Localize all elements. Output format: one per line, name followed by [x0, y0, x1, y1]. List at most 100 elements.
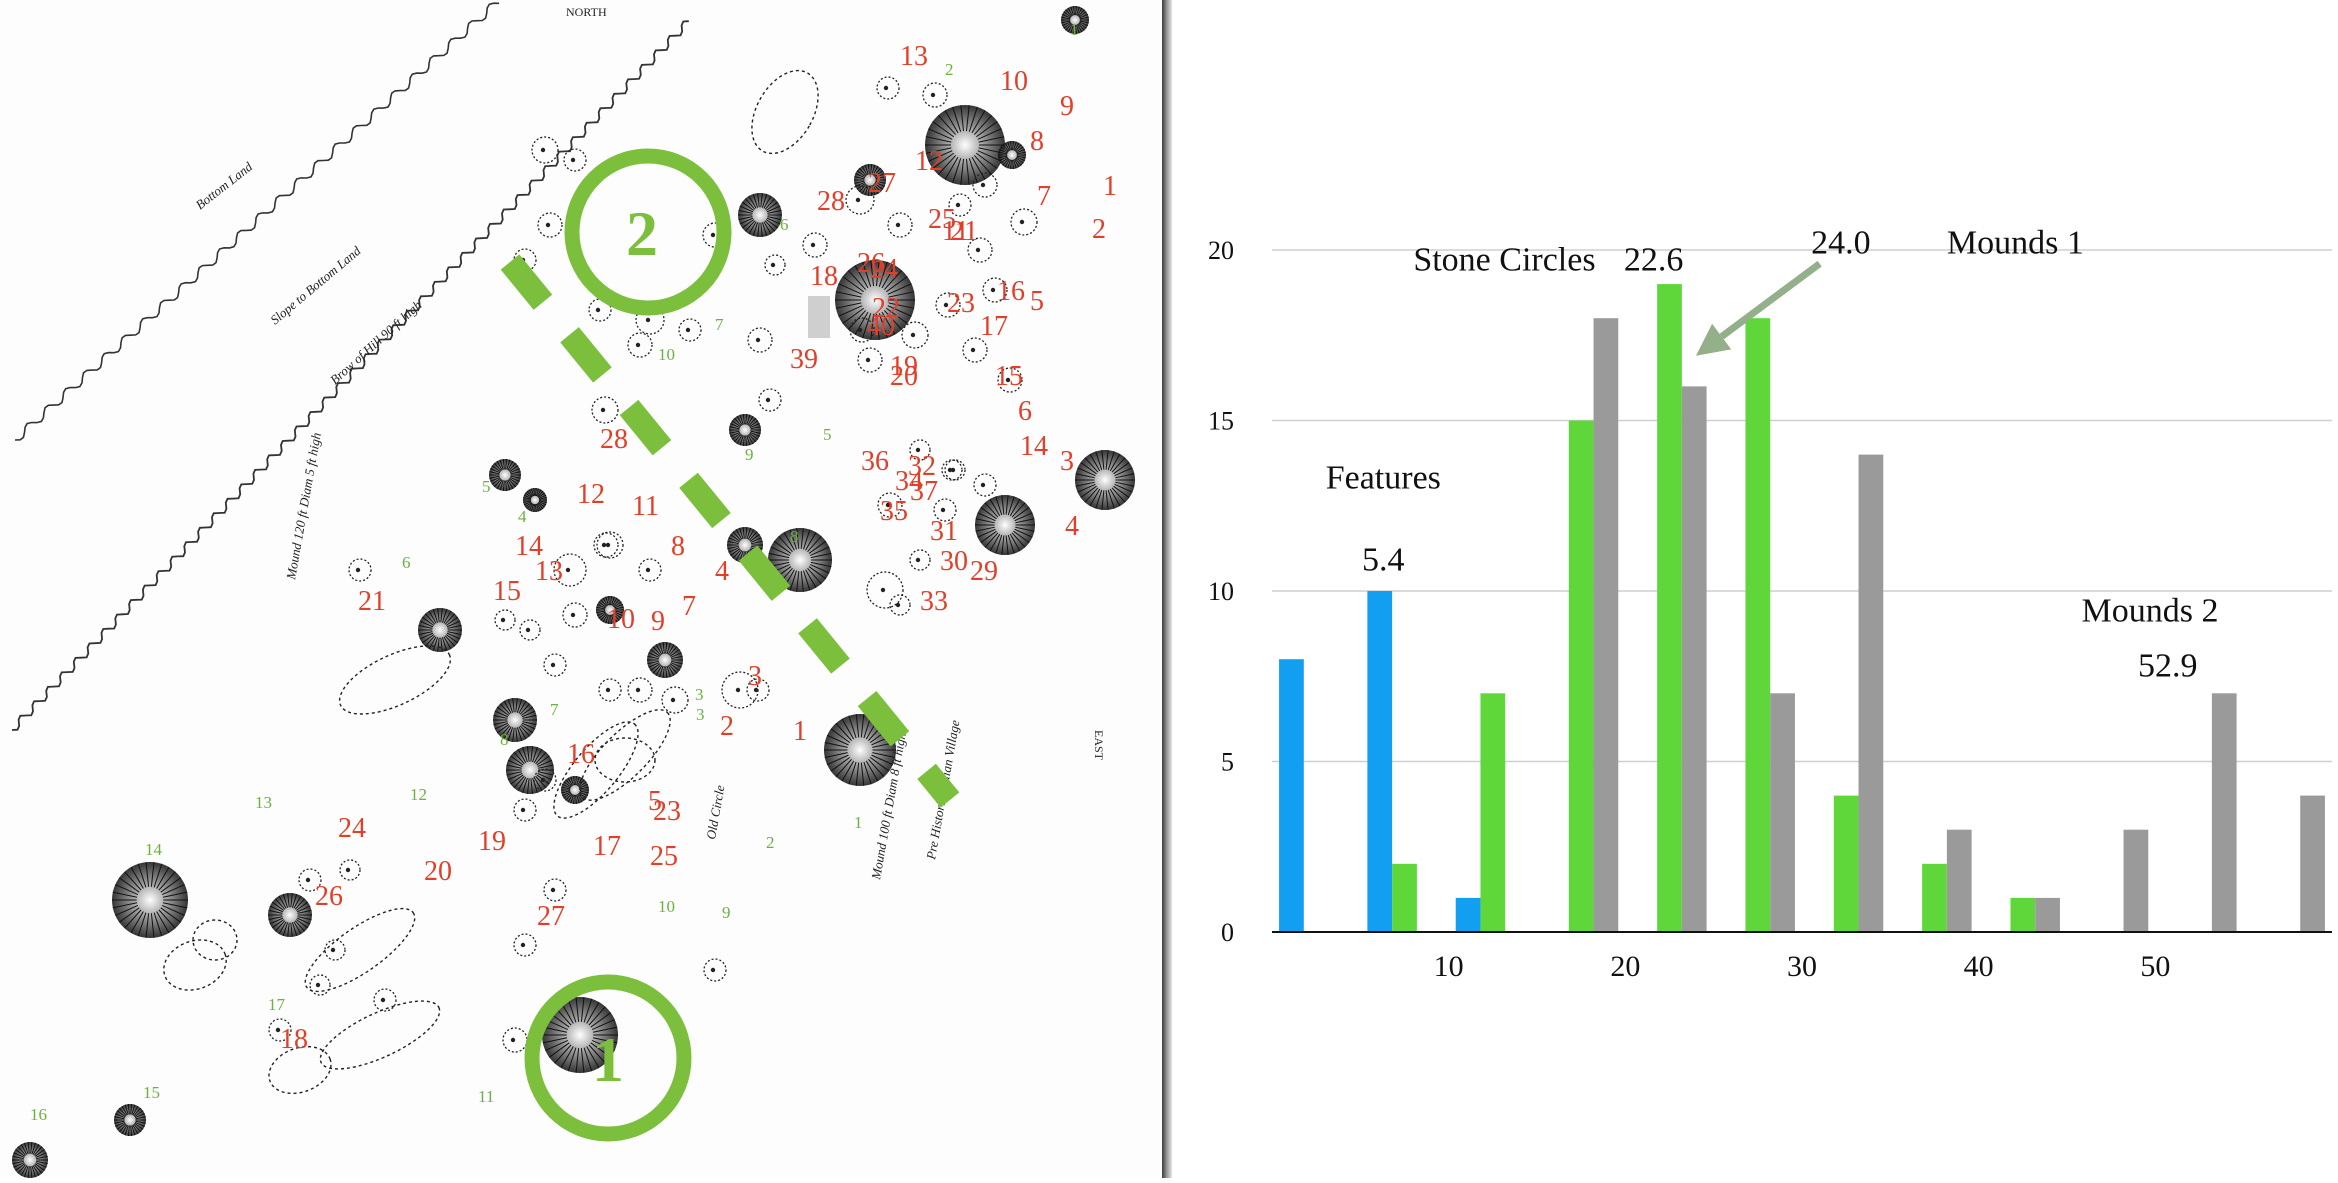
mound-hachure	[875, 260, 880, 287]
mound-hachure	[583, 998, 593, 1023]
mound-hachure	[875, 180, 886, 184]
mound-hachure	[665, 642, 668, 654]
bar-series-1	[1392, 863, 1417, 932]
mound-hachure	[1077, 7, 1083, 17]
mound-hachure	[27, 1142, 30, 1154]
feature-number-green: 2	[945, 60, 954, 79]
mound-hachure	[735, 529, 743, 540]
mound-hachure	[509, 465, 519, 473]
mound-hachure	[506, 459, 511, 470]
mound-hachure	[932, 121, 954, 138]
mound-hachure	[741, 201, 755, 211]
stone-circle-symbol	[531, 136, 559, 164]
mound-hachure	[1075, 6, 1077, 16]
mound-hachure	[118, 877, 140, 893]
mound-hachure	[766, 217, 781, 225]
mound-hachure	[614, 606, 624, 610]
mound-hachure	[1105, 450, 1109, 470]
mound-hachure	[742, 527, 745, 539]
mound-hachure	[131, 1104, 136, 1115]
mound-hachure	[150, 862, 155, 887]
mound-hachure	[667, 644, 675, 655]
mound-hachure	[965, 105, 970, 132]
mound-hachure	[489, 475, 500, 479]
mound-symbol	[12, 1142, 48, 1178]
mound-hachure	[561, 786, 571, 790]
stone-circle-symbol	[802, 232, 828, 258]
mound-hachure	[874, 182, 884, 190]
stone-circle-center	[980, 182, 986, 188]
feature-number-red: 16	[567, 739, 595, 770]
stone-circle-symbol	[901, 321, 929, 349]
stone-circle-center	[990, 287, 996, 293]
feature-number-red: 25	[928, 204, 956, 235]
feature-number-green: 5	[482, 477, 491, 496]
mound-hachure	[1016, 151, 1026, 155]
stone-circle-center	[710, 232, 716, 238]
mound-hachure	[666, 665, 672, 678]
mound-hachure	[1107, 489, 1115, 509]
mound-hachure	[520, 706, 534, 716]
stone-circle-center	[605, 687, 611, 693]
mound-symbol	[418, 608, 462, 652]
mound-hachure	[580, 1048, 585, 1073]
mound-hachure	[872, 752, 896, 758]
feature-number-red: 24	[870, 254, 898, 285]
stone-circle-center	[645, 567, 651, 573]
mound-hachure	[742, 414, 745, 425]
mound-hachure	[760, 193, 763, 208]
mound-hachure	[865, 760, 879, 782]
stone-circle-symbol	[876, 76, 900, 100]
mound-hachure	[842, 307, 864, 324]
mound-hachure	[33, 1164, 43, 1174]
handwritten-note: Old Circle	[703, 784, 727, 841]
bar-series-1	[2010, 897, 2036, 932]
mound-hachure	[932, 152, 954, 169]
handwritten-note: Mound 120 ft Diam 5 ft high	[283, 431, 324, 581]
mound-hachure	[20, 1144, 28, 1155]
stone-circle-symbol	[922, 82, 948, 108]
stone-circle-center	[540, 147, 546, 153]
feature-number-red: 34	[895, 466, 923, 497]
mound-hachure	[802, 570, 811, 591]
mound-hachure	[747, 434, 754, 445]
mound-hachure	[1084, 487, 1099, 503]
mound-hachure	[995, 496, 1003, 516]
mound-hachure	[1073, 6, 1075, 16]
stone-circle-symbol	[982, 277, 1008, 303]
mound-hachure	[428, 610, 437, 624]
mound-hachure	[290, 893, 293, 908]
mound-hachure	[539, 497, 547, 500]
enclosure-symbol	[192, 919, 238, 961]
mound-hachure	[984, 502, 999, 518]
mound-symbol	[523, 488, 547, 512]
mound-hachure	[30, 1142, 33, 1154]
mound-hachure	[808, 540, 827, 554]
mound-hachure	[1001, 535, 1005, 555]
mound-hachure	[998, 151, 1008, 155]
enclosure-symbol	[163, 939, 227, 991]
mound-hachure	[293, 895, 302, 909]
feature-number-red: 17	[980, 311, 1008, 342]
feature-number-red: 32	[908, 451, 936, 482]
mound-hachure	[854, 265, 869, 289]
feature-number-red: 12	[915, 146, 943, 177]
mound-hachure	[647, 660, 659, 665]
mound-hachure	[747, 529, 755, 540]
mound-hachure	[978, 136, 1005, 143]
mound-hachure	[118, 1107, 127, 1117]
mound-hachure	[1115, 473, 1135, 479]
mound-hachure	[858, 167, 867, 177]
bar-series-1	[1922, 863, 1947, 932]
mound-hachure	[925, 136, 952, 143]
mound-hachure	[116, 1122, 126, 1130]
feature-number-red: 5	[648, 786, 662, 817]
mound-hachure	[554, 1044, 572, 1064]
mound-hachure	[732, 549, 742, 559]
mound-hachure	[132, 1124, 139, 1135]
mound-hachure	[522, 777, 528, 793]
stone-circle-symbol	[519, 619, 541, 641]
mound-hachure	[145, 862, 150, 887]
mound-symbol	[975, 495, 1035, 555]
